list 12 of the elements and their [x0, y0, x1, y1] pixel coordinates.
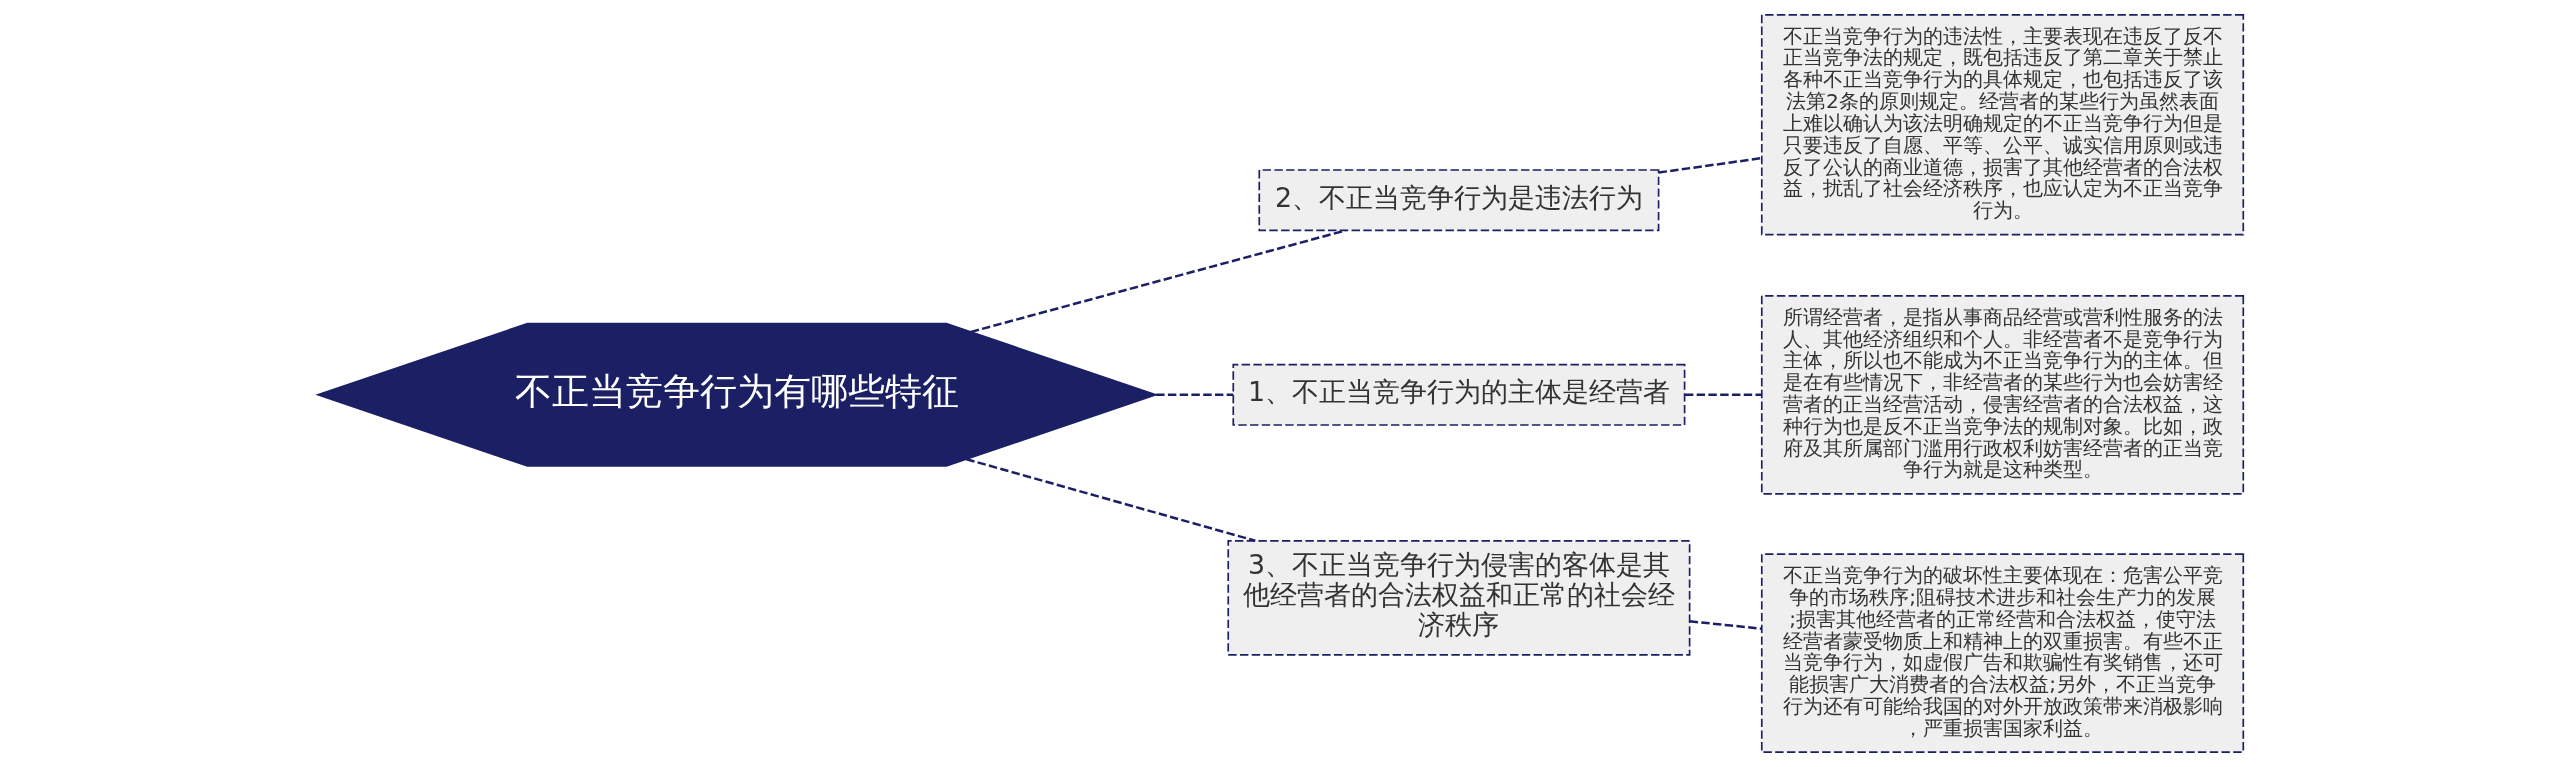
connector	[1684, 393, 1761, 397]
connector	[1658, 156, 1762, 174]
node-box: 3、不正当竞争行为侵害的客体是其他经营者的合法权益和正常的社会经济秩序	[1226, 539, 1690, 656]
node-box: 所谓经营者，是指从事商品经营或营利性服务的法人、其他经济组织和个人。非经营者不是竞争行为主体，所以也不能成为不正当竞争行为的主体。但是在有些情况下，非经营者的某些行为也会妨害经营者的正当经营活动，侵害经营者的合法权益，这种行为也是反不正当竞争法的规制对象。比如，政府及其所属部门滥用行政权利妨害经营者的正当竞争行为就是这种类型。	[1760, 295, 2244, 495]
node-box: 不正当竞争行为的破坏性主要体现在：危害公平竞争的市场秩序;阻碍技术进步和社会生产力的发展;损害其他经营者的正常经营和合法权益，使守法经营者蒙受物质上和精神上的双重损害。有些不正当竞争行为，如虚假广告和欺骗性有奖销售，还可能损害广大消费者的合法权益;另外，不正当竞争行为还有可能给我国的对外开放政策带来消极影响，严重损害国家利益。	[1760, 553, 2244, 754]
node-box: 不正当竞争行为的违法性，主要表现在违反了反不正当竞争法的规定，既包括违反了第二章关于禁止各种不正当竞争行为的具体规定，也包括违反了该法第2条的原则规定。经营者的某些行为虽然表面上难以确认为该法明确规定的不正当竞争行为但是只要违反了自愿、平等、公平、诚实信用原则或违反了公认的商业道德，损害了其他经营者的合法权益，扰乱了社会经济秩序，也应认定为不正当竞争行为。	[1760, 13, 2244, 236]
connector	[1155, 393, 1233, 397]
node-box: 1、不正当竞争行为的主体是经营者	[1231, 363, 1685, 426]
node-box: 2、不正当竞争行为是违法行为	[1257, 169, 1659, 232]
connector	[965, 458, 1256, 542]
connector	[1689, 620, 1762, 630]
connector	[970, 229, 1346, 334]
